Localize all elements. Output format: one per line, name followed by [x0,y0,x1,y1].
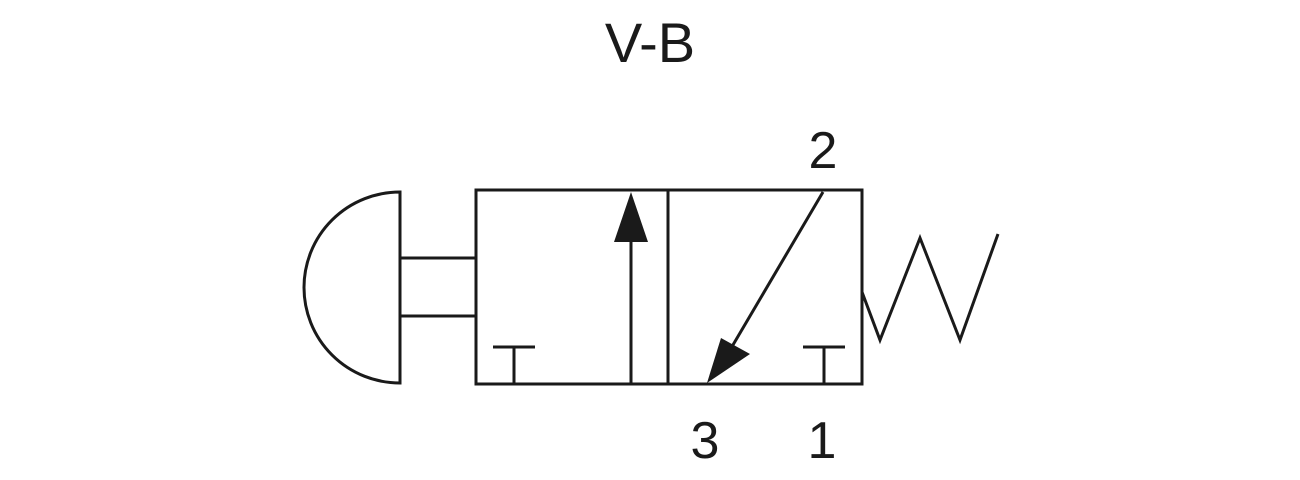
flow-line-diagonal [728,191,825,351]
position-left [493,192,648,384]
port-label-3: 3 [691,412,720,470]
push-button-actuator [302,190,476,385]
flow-arrowhead-diagonal [707,338,750,383]
flow-arrowhead-up [614,192,648,242]
diagram-title: V-B [605,11,695,74]
return-spring [860,233,1000,345]
push-button-head [302,190,402,385]
port-label-2: 2 [809,122,838,180]
port-label-1: 1 [808,412,837,470]
position-right [707,191,845,384]
valve-body [474,188,864,386]
